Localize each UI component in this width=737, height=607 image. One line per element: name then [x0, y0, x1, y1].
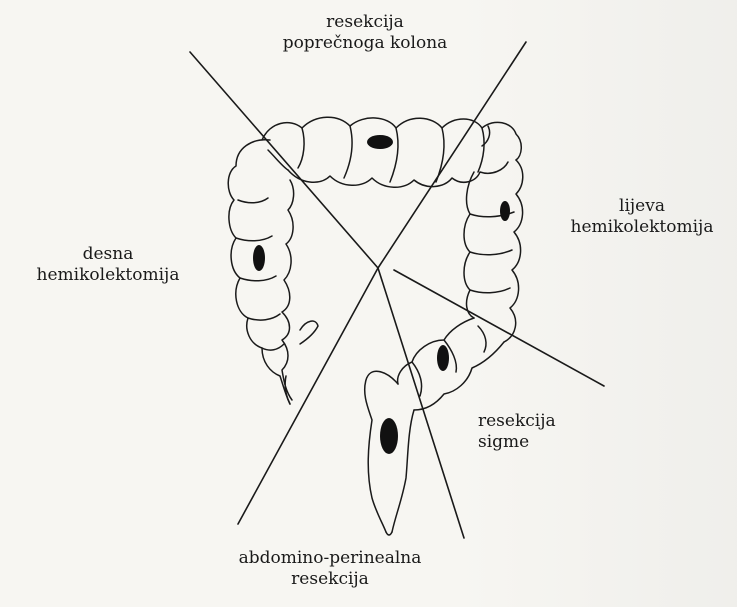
sigmoid-colon: [398, 318, 504, 410]
label-left-line1: lijeva: [548, 196, 736, 217]
label-sigmoid-line1: resekcija: [478, 411, 588, 432]
cecum-appendix: [285, 321, 318, 404]
label-abdominoperineal-line2: resekcija: [200, 569, 460, 590]
tumour-marker-transverse: [367, 135, 393, 149]
descending-colon: [464, 160, 523, 342]
tumour-marker-right: [253, 245, 265, 271]
tumour-marker-sigmoid: [437, 345, 449, 371]
label-left-line2: hemikolektomija: [548, 217, 736, 238]
label-transverse-line1: resekcija: [250, 12, 480, 33]
label-sigmoid-line2: sigme: [478, 432, 588, 453]
label-left-hemicolectomy: lijeva hemikolektomija: [548, 196, 736, 238]
ascending-colon: [228, 140, 293, 404]
tumour-marker-left: [500, 201, 510, 221]
label-sigmoid-resection: resekcija sigme: [478, 411, 588, 453]
label-right-hemicolectomy: desna hemikolektomija: [8, 244, 208, 286]
label-abdominoperineal-resection: abdomino-perinealna resekcija: [200, 548, 460, 590]
label-right-line1: desna: [8, 244, 208, 265]
tumour-marker-rectum: [380, 418, 398, 454]
label-transverse-line2: poprečnoga kolona: [250, 33, 480, 54]
label-abdominoperineal-line1: abdomino-perinealna: [200, 548, 460, 569]
label-transverse-resection: resekcija poprečnoga kolona: [250, 12, 480, 54]
label-right-line2: hemikolektomija: [8, 265, 208, 286]
resection-lines: [190, 42, 604, 538]
transverse-colon: [262, 117, 521, 187]
